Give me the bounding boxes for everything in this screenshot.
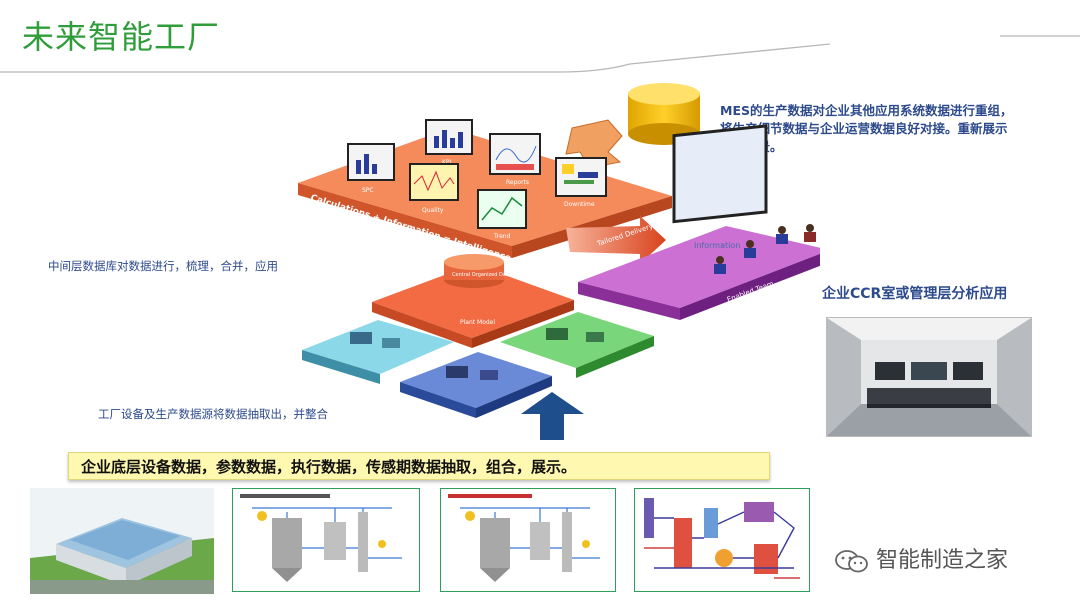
delivery-arrow: Tailored Delivery: [566, 216, 666, 264]
monitor-trend: Trend: [477, 189, 527, 240]
monitor-quality: Quality: [409, 163, 459, 214]
bottom-banner: 企业底层设备数据，参数数据，执行数据，传感期数据抽取，组合，展示。: [68, 452, 770, 480]
monitor-downtime: Downtime: [555, 157, 607, 208]
factory-building-photo: [30, 488, 214, 594]
plant-tile-bottom: [400, 352, 552, 418]
ccr-note: 企业CCR室或管理层分析应用: [822, 286, 1008, 302]
mes-note: MES的生产数据对企业其他应用系统数据进行重组， 将生产细节数据与企业运营数据良…: [720, 102, 1012, 156]
process-diagram-2: [440, 488, 616, 592]
database-label: Central Organized Data: [452, 272, 511, 278]
monitor-trend-label: Trend: [493, 233, 511, 240]
plant-tile-left: [302, 320, 454, 384]
brand-name: 智能制造之家: [876, 548, 1009, 573]
architecture-diagram: Calculations + Information = Intelligenc…: [298, 83, 820, 440]
middle-layer-note: 中间层数据库对数据进行，梳理，合并，应用: [48, 259, 278, 273]
monitor-downtime-label: Downtime: [564, 201, 595, 208]
middle-platform-label: Plant Model: [460, 319, 495, 326]
monitor-quality-label: Quality: [422, 207, 444, 214]
monitor-spc: SPC: [347, 143, 395, 194]
connector-shape: [565, 119, 623, 169]
monitor-reports: Reports: [489, 133, 541, 186]
wechat-icon: [835, 550, 868, 573]
database-cylinder: [628, 83, 700, 145]
team-screen-label: Information: [694, 241, 740, 250]
data-up-arrow: [521, 392, 584, 440]
plant-tile-right: [500, 312, 654, 378]
monitor-reports-label: Reports: [506, 179, 529, 186]
header-divider: [0, 35, 1080, 73]
ccr-room-photo: [826, 317, 1032, 437]
monitor-kpi: KPI: [425, 119, 473, 166]
factory-source-note: 工厂设备及生产数据源将数据抽取出，并整合: [98, 407, 328, 421]
process-diagram-1: [232, 488, 420, 592]
mes-note-line-2: 将生产细节数据与企业运营数据良好对接。重新展示: [720, 121, 1008, 136]
brand-watermark: 智能制造之家: [834, 542, 1008, 574]
middle-platform: Plant Model Central Organized Data: [372, 254, 574, 348]
process-diagram-3: [634, 488, 810, 592]
monitor-kpi-label: KPI: [442, 159, 452, 166]
monitor-spc-label: SPC: [362, 187, 374, 194]
team-platform: Enabled Team Information: [578, 124, 820, 320]
page-title: 未来智能工厂: [22, 18, 221, 56]
mes-note-line-1: MES的生产数据对企业其他应用系统数据进行重组，: [720, 103, 1013, 118]
